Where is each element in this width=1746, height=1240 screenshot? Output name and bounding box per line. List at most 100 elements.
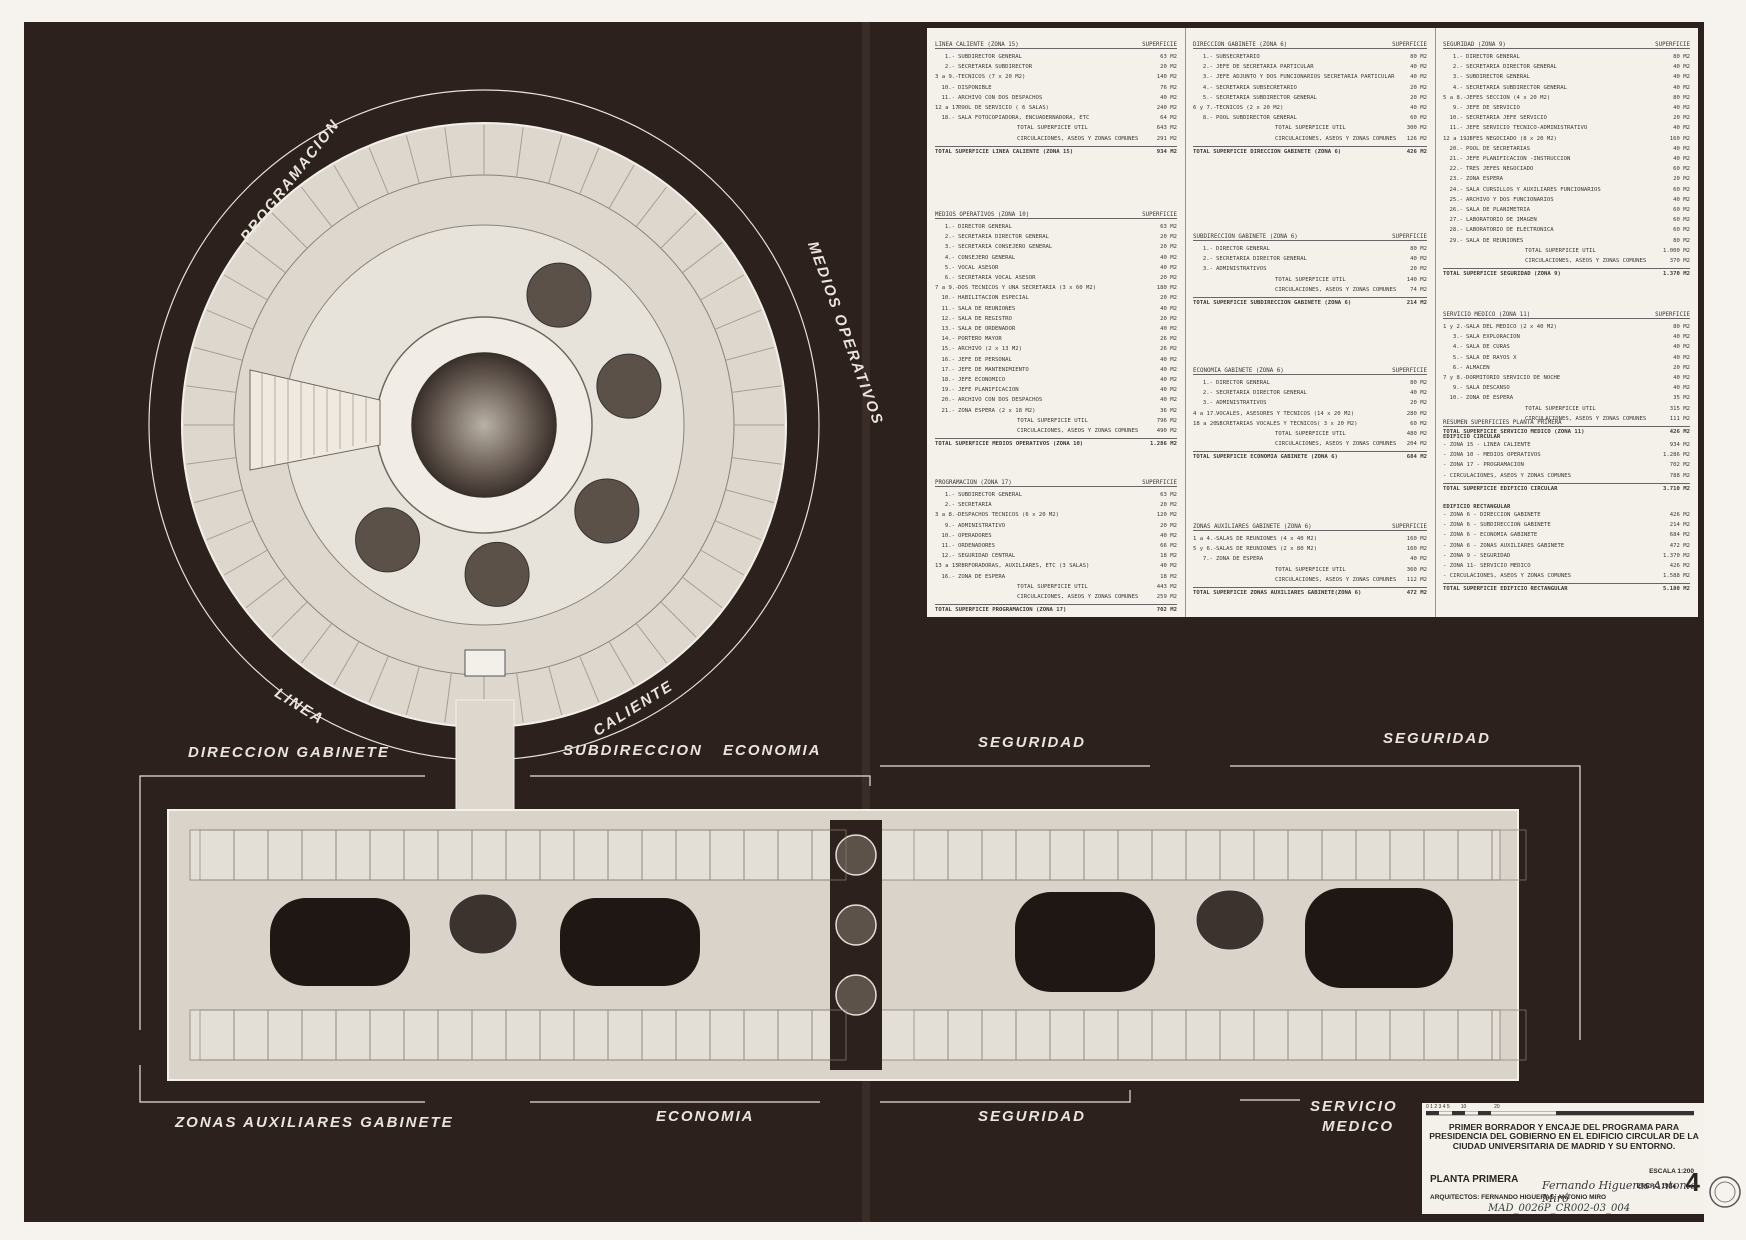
programme-row: 3 a 9.-TECNICOS (7 x 20 M2)140 M2 xyxy=(935,74,1177,81)
office-room xyxy=(1491,1009,1527,1061)
radial-room-wall xyxy=(660,212,697,249)
signature: Fernando Higueras Antonio Miró xyxy=(1542,1179,1697,1205)
patio-2 xyxy=(560,898,700,986)
programme-row: 12 a 17.-POOL DE SERVICIO ( 6 SALAS)240 … xyxy=(935,105,1177,112)
zone-title: SERVICIO MEDICO (ZONA 11) xyxy=(1443,312,1531,318)
resumen-rect-title: EDIFICIO RECTANGULAR xyxy=(1443,504,1511,511)
programme-total-row: TOTAL SUPERFICIE MEDIOS OPERATIVOS (ZONA… xyxy=(935,438,1177,449)
programme-row: 18 a 20.-SECRETARIAS VOCALES Y TECNICOS(… xyxy=(1193,420,1427,427)
radial-room-wall xyxy=(444,127,452,178)
garden-patio xyxy=(355,507,421,573)
radial-room-wall xyxy=(223,274,268,301)
radial-room-wall xyxy=(186,385,237,393)
radial-room-wall xyxy=(700,549,745,576)
programme-row: 5 y 6.-SALAS DE REUNIONES (2 x 80 M2)160… xyxy=(1193,546,1427,553)
label-seguridad-top-left: SEGURIDAD xyxy=(978,734,1087,751)
zone-sup-header: SUPERFICIE xyxy=(1392,524,1427,530)
radial-room-wall xyxy=(731,457,782,465)
programme-row: 18.-SALA FOTOCOPIADORA, ENCUADERNADORA, … xyxy=(941,115,1177,122)
radial-room-wall xyxy=(444,672,452,723)
office-room xyxy=(811,1009,847,1061)
label-seguridad-top-right: SEGURIDAD xyxy=(1383,730,1492,747)
radial-room-wall xyxy=(405,135,420,184)
programme-row: 3.-JEFE ADJUNTO Y DOS FUNCIONARIOS SECRE… xyxy=(1202,74,1427,81)
programme-row: 12 a 19.-JEFES NEGOCIADO (8 x 20 M2)160 … xyxy=(1443,135,1690,142)
zone-resumen: RESUMEN SUPERFICIES PLANTA PRIMERA EDIFI… xyxy=(1443,420,1690,595)
radial-room-wall xyxy=(548,666,563,715)
programme-row: 21.-ZONA ESPERA (2 x 18 M2)36 M2 xyxy=(941,407,1177,414)
programme-total-row: TOTAL SUPERFICIE LINEA CALIENTE (ZONA 15… xyxy=(935,145,1177,157)
radial-room-wall xyxy=(300,623,333,664)
radial-room-wall xyxy=(608,641,635,686)
zone-sup-header: SUPERFICIE xyxy=(1142,480,1177,486)
label-seguridad-bottom: SEGURIDAD xyxy=(978,1108,1087,1125)
tree-2 xyxy=(835,904,877,946)
radial-room-wall xyxy=(714,309,762,330)
resumen-circ-title: EDIFICIO CIRCULAR xyxy=(1443,434,1501,440)
radial-room-wall xyxy=(271,212,308,249)
radial-room-wall xyxy=(682,576,723,609)
stair-ellipse-2 xyxy=(1195,889,1265,951)
radial-room-wall xyxy=(548,135,563,184)
radial-room-wall xyxy=(516,127,524,178)
programme-row: 7 a 9.-DOS TECNICOS Y UNA SECRETARIA (3 … xyxy=(935,285,1177,292)
zone-title: SUBDIRECCION GABINETE (ZONA 6) xyxy=(1193,234,1298,240)
radial-room-wall xyxy=(245,576,286,609)
zone-title: SEGURIDAD (ZONA 9) xyxy=(1443,42,1506,48)
zone-subdireccion-gabinete: SUBDIRECCION GABINETE (ZONA 6)SUPERFICIE… xyxy=(1193,234,1427,308)
programme-total-row: TOTAL SUPERFICIE SERVICIO MEDICO (ZONA 1… xyxy=(1443,426,1690,437)
radial-room-wall xyxy=(300,186,333,227)
radial-room-wall xyxy=(682,241,723,274)
zone-zonas-auxiliares: ZONAS AUXILIARES GABINETE (ZONA 6)SUPERF… xyxy=(1193,524,1427,598)
programme-row: 6 y 7.-TECNICOS (2 x 20 M2)40 M2 xyxy=(1193,105,1427,112)
programme-row: 1 y 2.-SALA DEL MEDICO (2 x 40 M2)80 M2 xyxy=(1443,324,1690,330)
radial-room-wall xyxy=(194,489,243,504)
office-room xyxy=(1491,829,1527,881)
archive-stamp-icon xyxy=(1709,1176,1741,1208)
garden-patio xyxy=(596,353,662,419)
programme-total-row: TOTAL SUPERFICIE PROGRAMACION (ZONA 17)7… xyxy=(935,604,1177,615)
scale-label: ESCALA 1:200 xyxy=(1649,1168,1694,1175)
radial-room-wall xyxy=(635,623,668,664)
